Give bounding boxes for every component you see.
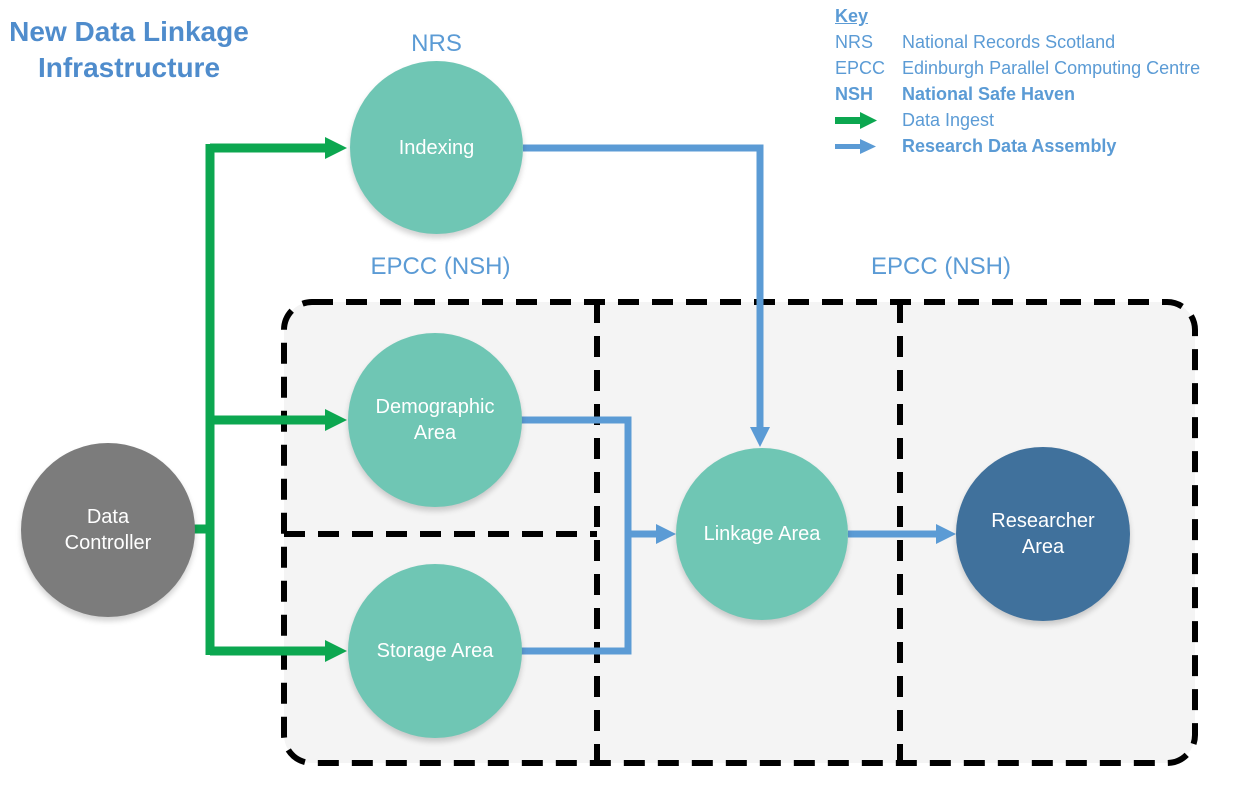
node-researcher-area: Researcher Area bbox=[956, 447, 1130, 621]
legend-row-data-ingest: Data Ingest bbox=[835, 107, 1200, 133]
zone-label-nrs: NRS bbox=[411, 30, 462, 57]
node-data-controller: Data Controller bbox=[21, 443, 195, 617]
zone-label-epcc-left: EPCC (NSH) bbox=[370, 253, 511, 280]
legend-abbr: NRS bbox=[835, 32, 874, 52]
legend-definition: Data Ingest bbox=[902, 110, 995, 130]
node-label: Indexing bbox=[398, 136, 475, 159]
page-title: New Data Linkage Infrastructure bbox=[9, 16, 249, 84]
legend-definition: Research Data Assembly bbox=[902, 136, 1117, 156]
node-label: Data Controller bbox=[64, 506, 152, 554]
legend-definition: National Records Scotland bbox=[902, 32, 1116, 52]
zone-label-epcc-right: EPCC (NSH) bbox=[870, 253, 1011, 280]
legend-heading: Key bbox=[835, 6, 869, 26]
node-label: Linkage Area bbox=[703, 523, 821, 545]
legend-definition: National Safe Haven bbox=[902, 84, 1076, 104]
blue-arrow-icon bbox=[835, 138, 902, 155]
legend-definition: Edinburgh Parallel Computing Centre bbox=[902, 58, 1201, 78]
legend-row-epcc: EPCC Edinburgh Parallel Computing Centre bbox=[835, 55, 1200, 81]
node-demographic-area: Demographic Area bbox=[348, 333, 522, 507]
legend-row-nrs: NRS National Records Scotland bbox=[835, 29, 1200, 55]
legend-row-research-assembly: Research Data Assembly bbox=[835, 133, 1200, 159]
green-arrow-icon bbox=[835, 111, 902, 129]
blue-arrow-indexing-to-linkage bbox=[523, 144, 770, 447]
node-label: Researcher Area bbox=[991, 510, 1095, 558]
node-linkage-area: Linkage Area bbox=[676, 448, 848, 620]
legend-row-nsh: NSH National Safe Haven bbox=[835, 81, 1200, 107]
node-label: Demographic Area bbox=[375, 396, 495, 444]
legend-abbr: NSH bbox=[835, 84, 874, 104]
node-indexing: Indexing bbox=[350, 61, 523, 234]
legend-abbr: EPCC bbox=[835, 58, 886, 78]
node-storage-area: Storage Area bbox=[348, 564, 522, 738]
legend: Key NRS National Records Scotland EPCC E… bbox=[835, 3, 1200, 159]
node-label: Storage Area bbox=[376, 640, 494, 662]
